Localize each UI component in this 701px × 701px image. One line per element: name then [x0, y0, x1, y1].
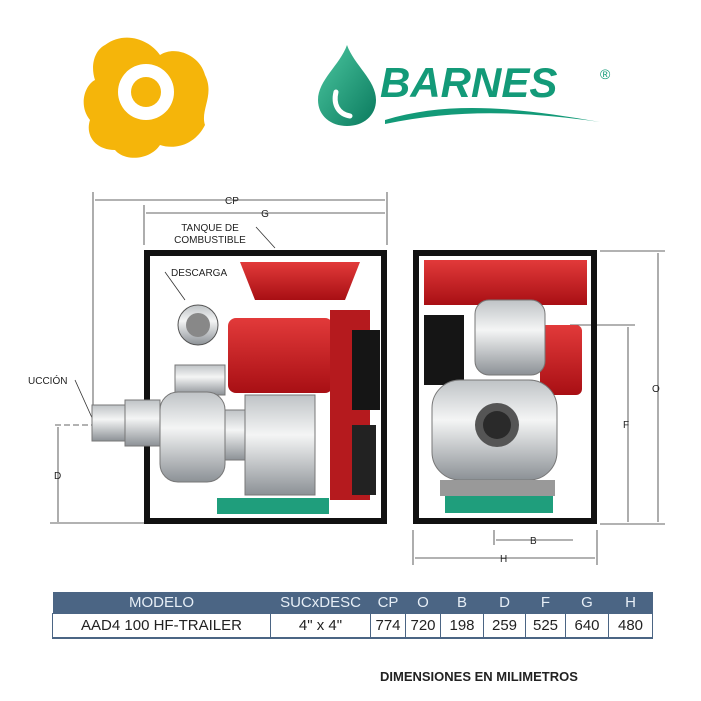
cell-sucxdesc: 4" x 4": [270, 613, 371, 639]
barnes-logo: BARNES ®: [318, 45, 611, 126]
discharge-label: DESCARGA: [171, 268, 227, 279]
g-label: G: [261, 209, 269, 220]
d-label: D: [54, 471, 61, 482]
cell-o: 720: [405, 613, 441, 639]
o-label: O: [652, 384, 660, 395]
cp-label: CP: [225, 196, 239, 207]
dimension-lines: [50, 192, 665, 565]
header-modelo: MODELO: [52, 592, 271, 614]
units-note: DIMENSIONES EN MILIMETROS: [380, 669, 578, 684]
f-label: F: [623, 420, 629, 431]
cell-h: 480: [608, 613, 653, 639]
cell-modelo: AAD4 100 HF-TRAILER: [52, 613, 271, 639]
header-g: G: [565, 592, 609, 614]
suction-label: UCCIÓN: [28, 374, 67, 387]
dimension-diagram: BARNES ® CP G TANQUE DE COMBUSTIBLE DESC…: [28, 37, 665, 565]
cell-f: 525: [525, 613, 566, 639]
header-o: O: [405, 592, 441, 614]
cell-g: 640: [565, 613, 609, 639]
pump-side-view: [91, 250, 387, 524]
header-b: B: [440, 592, 484, 614]
b-label: B: [530, 536, 537, 547]
gear-logo-icon: [83, 37, 209, 158]
table-row: AAD4 100 HF-TRAILER 4" x 4" 774 720 198 …: [52, 613, 653, 639]
fuel-tank-label-line2: COMBUSTIBLE: [174, 235, 246, 246]
registered-mark: ®: [600, 66, 611, 82]
cell-b: 198: [440, 613, 484, 639]
header-sucxdesc: SUCxDESC: [270, 592, 371, 614]
header-d: D: [483, 592, 526, 614]
header-cp: CP: [370, 592, 406, 614]
cell-d: 259: [483, 613, 526, 639]
header-h: H: [608, 592, 653, 614]
pump-front-view: [413, 250, 597, 524]
spec-table: MODELO SUCxDESC CP O B D F G H AAD4 100 …: [52, 592, 653, 639]
cell-cp: 774: [370, 613, 406, 639]
table-header-row: MODELO SUCxDESC CP O B D F G H: [52, 592, 653, 614]
h-label: H: [500, 554, 507, 565]
brand-name: BARNES: [380, 59, 557, 106]
fuel-tank-label-line1: TANQUE DE: [181, 223, 239, 234]
header-f: F: [525, 592, 566, 614]
